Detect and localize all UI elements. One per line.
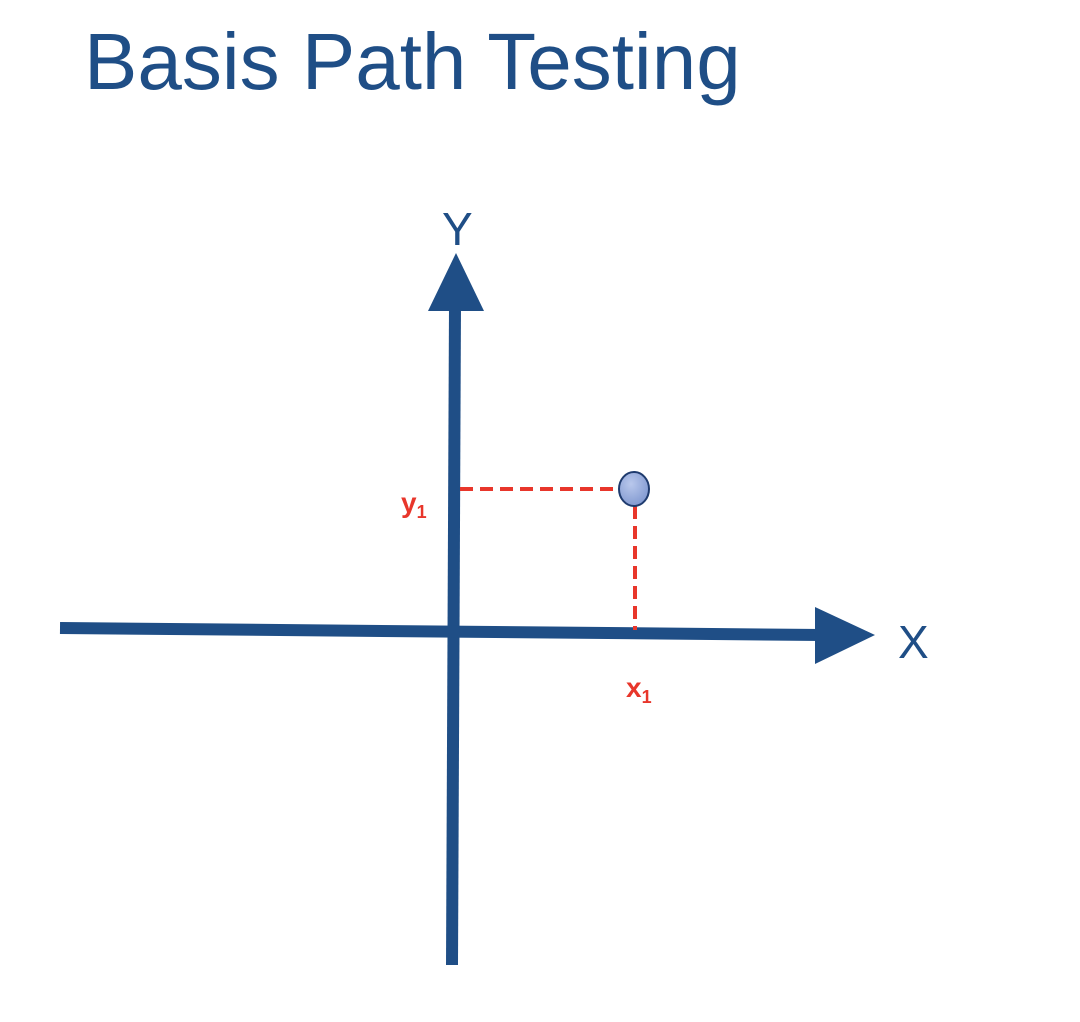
- y1-label-subscript: 1: [417, 502, 427, 522]
- x1-label: x1: [626, 672, 652, 707]
- y-axis-arrowhead: [428, 253, 484, 311]
- data-point: [618, 471, 650, 507]
- slide-title: Basis Path Testing: [84, 17, 741, 106]
- x1-label-subscript: 1: [642, 687, 652, 707]
- y-axis-label: Y: [442, 203, 473, 255]
- x-axis-arrowhead: [815, 607, 875, 664]
- x1-label-base: x: [626, 672, 642, 703]
- x-axis-label: X: [898, 616, 929, 668]
- y1-label-base: y: [401, 487, 417, 518]
- x-axis-line: [59, 622, 823, 641]
- y1-label: y1: [401, 487, 427, 522]
